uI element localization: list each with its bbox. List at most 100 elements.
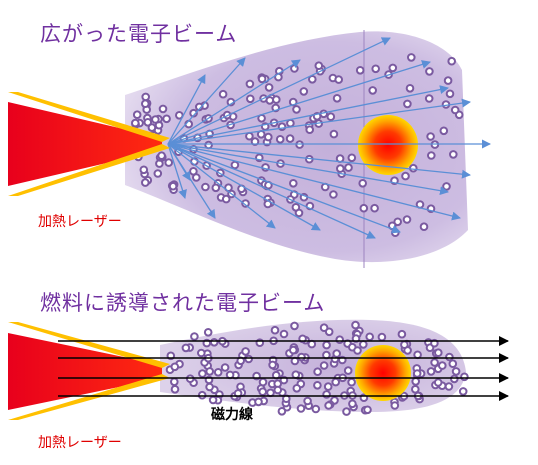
- electron-particle-icon: [292, 384, 302, 393]
- electron-particle-icon: [397, 329, 407, 339]
- electron-particle-icon: [164, 158, 173, 167]
- electron-particle-icon: [245, 131, 254, 141]
- electron-particle-icon: [343, 366, 353, 375]
- electron-trajectory-arrow: [167, 143, 321, 231]
- electron-particle-icon: [344, 163, 353, 172]
- electron-particle-icon: [270, 325, 280, 335]
- electron-particle-icon: [285, 134, 295, 143]
- electron-particle-icon: [326, 112, 336, 121]
- electron-particle-icon: [329, 190, 338, 199]
- electron-particle-icon: [303, 396, 312, 406]
- electron-particle-icon: [257, 74, 267, 84]
- electron-particle-icon: [258, 387, 268, 397]
- electron-particle-icon: [403, 99, 412, 109]
- electron-particle-icon: [451, 367, 461, 376]
- electron-particle-icon: [143, 118, 153, 127]
- electron-particle-icon: [322, 340, 331, 350]
- electron-particle-icon: [299, 87, 309, 96]
- electron-trajectory-arrow: [167, 37, 391, 145]
- electron-particle-icon: [246, 94, 255, 104]
- electron-particle-icon: [323, 382, 333, 391]
- electron-trajectory-arrow: [167, 143, 191, 181]
- electron-particle-icon: [151, 115, 160, 124]
- electron-trajectory-arrow: [167, 59, 301, 145]
- electron-trajectory-arrow: [167, 60, 431, 145]
- electron-trajectory-arrow: [167, 143, 187, 199]
- electron-particle-icon: [132, 110, 142, 119]
- electron-particle-icon: [425, 67, 434, 76]
- electron-particle-icon: [157, 151, 166, 160]
- electron-particle-icon: [279, 329, 289, 339]
- electron-particle-icon: [250, 137, 260, 146]
- electron-particle-icon: [351, 320, 360, 330]
- bottom-laser-beam: [8, 333, 162, 410]
- electron-particle-icon: [407, 53, 416, 62]
- electron-particle-icon: [377, 332, 387, 342]
- electron-particle-icon: [371, 64, 381, 74]
- top-diagram: [8, 30, 491, 268]
- bottom-diagram-title: 燃料に誘導された電子ビーム: [40, 291, 326, 315]
- electron-particle-icon: [443, 76, 453, 85]
- electron-particle-icon: [347, 153, 357, 163]
- electron-particle-icon: [438, 361, 447, 370]
- electron-particle-icon: [308, 75, 317, 84]
- electron-particle-icon: [131, 118, 140, 128]
- electron-particle-icon: [241, 199, 250, 208]
- electron-particle-icon: [426, 367, 436, 376]
- electron-particle-icon: [205, 382, 214, 392]
- electron-particle-icon: [413, 350, 422, 360]
- electron-particle-icon: [359, 340, 368, 349]
- electron-particle-icon: [409, 163, 418, 173]
- electron-particle-icon: [266, 388, 275, 398]
- electron-particle-icon: [254, 397, 263, 407]
- electron-particle-icon: [264, 132, 273, 142]
- electron-trajectory-arrow: [167, 98, 471, 145]
- electron-particle-icon: [211, 183, 221, 193]
- electron-particle-icon: [221, 194, 231, 204]
- electron-particle-icon: [329, 129, 339, 139]
- electron-particle-icon: [324, 401, 333, 410]
- electron-particle-icon: [442, 182, 451, 191]
- electron-particle-icon: [218, 89, 228, 99]
- electron-particle-icon: [419, 222, 429, 231]
- electron-particle-icon: [334, 75, 344, 84]
- electron-particle-icon: [412, 369, 422, 378]
- electron-particle-icon: [213, 368, 223, 377]
- electron-particle-icon: [365, 332, 375, 342]
- top-cone-wall-upper: [8, 92, 170, 142]
- electron-particle-icon: [405, 84, 415, 93]
- electron-particle-icon: [449, 150, 458, 159]
- electron-particle-icon: [296, 404, 306, 413]
- electron-particle-icon: [335, 335, 345, 345]
- electron-particle-icon: [401, 171, 410, 181]
- electron-particle-icon: [205, 367, 214, 376]
- electron-particle-icon: [439, 126, 449, 136]
- electron-particle-icon: [208, 395, 218, 405]
- electron-particle-icon: [170, 362, 180, 372]
- electron-particle-icon: [265, 96, 275, 105]
- electron-particle-icon: [273, 385, 283, 395]
- bottom-hot-core-icon: [355, 345, 411, 401]
- electron-particle-icon: [244, 354, 253, 364]
- electron-particle-icon: [313, 381, 322, 390]
- electron-trajectory-arrow: [167, 143, 376, 239]
- electron-particle-icon: [290, 321, 299, 331]
- electron-trajectory-arrow: [167, 143, 471, 179]
- electron-particle-icon: [289, 179, 298, 188]
- bottom-laser-label: 加熱レーザー: [38, 435, 122, 451]
- bottom-diagram: [8, 319, 509, 420]
- electron-particle-icon: [141, 178, 150, 187]
- electron-particle-icon: [388, 63, 398, 73]
- electron-particle-icon: [291, 203, 301, 212]
- electron-particle-icon: [347, 377, 356, 387]
- electron-particle-icon: [402, 215, 412, 224]
- bottom-magnetic-field-lines: [58, 336, 509, 401]
- electron-particle-icon: [268, 360, 277, 370]
- electron-particle-icon: [359, 203, 369, 213]
- electron-particle-icon: [353, 346, 362, 355]
- electron-particle-icon: [313, 367, 322, 377]
- magnetic-field-label: 磁力線: [211, 407, 253, 423]
- electron-particle-icon: [168, 181, 178, 191]
- electron-trajectory-arrow: [167, 143, 449, 196]
